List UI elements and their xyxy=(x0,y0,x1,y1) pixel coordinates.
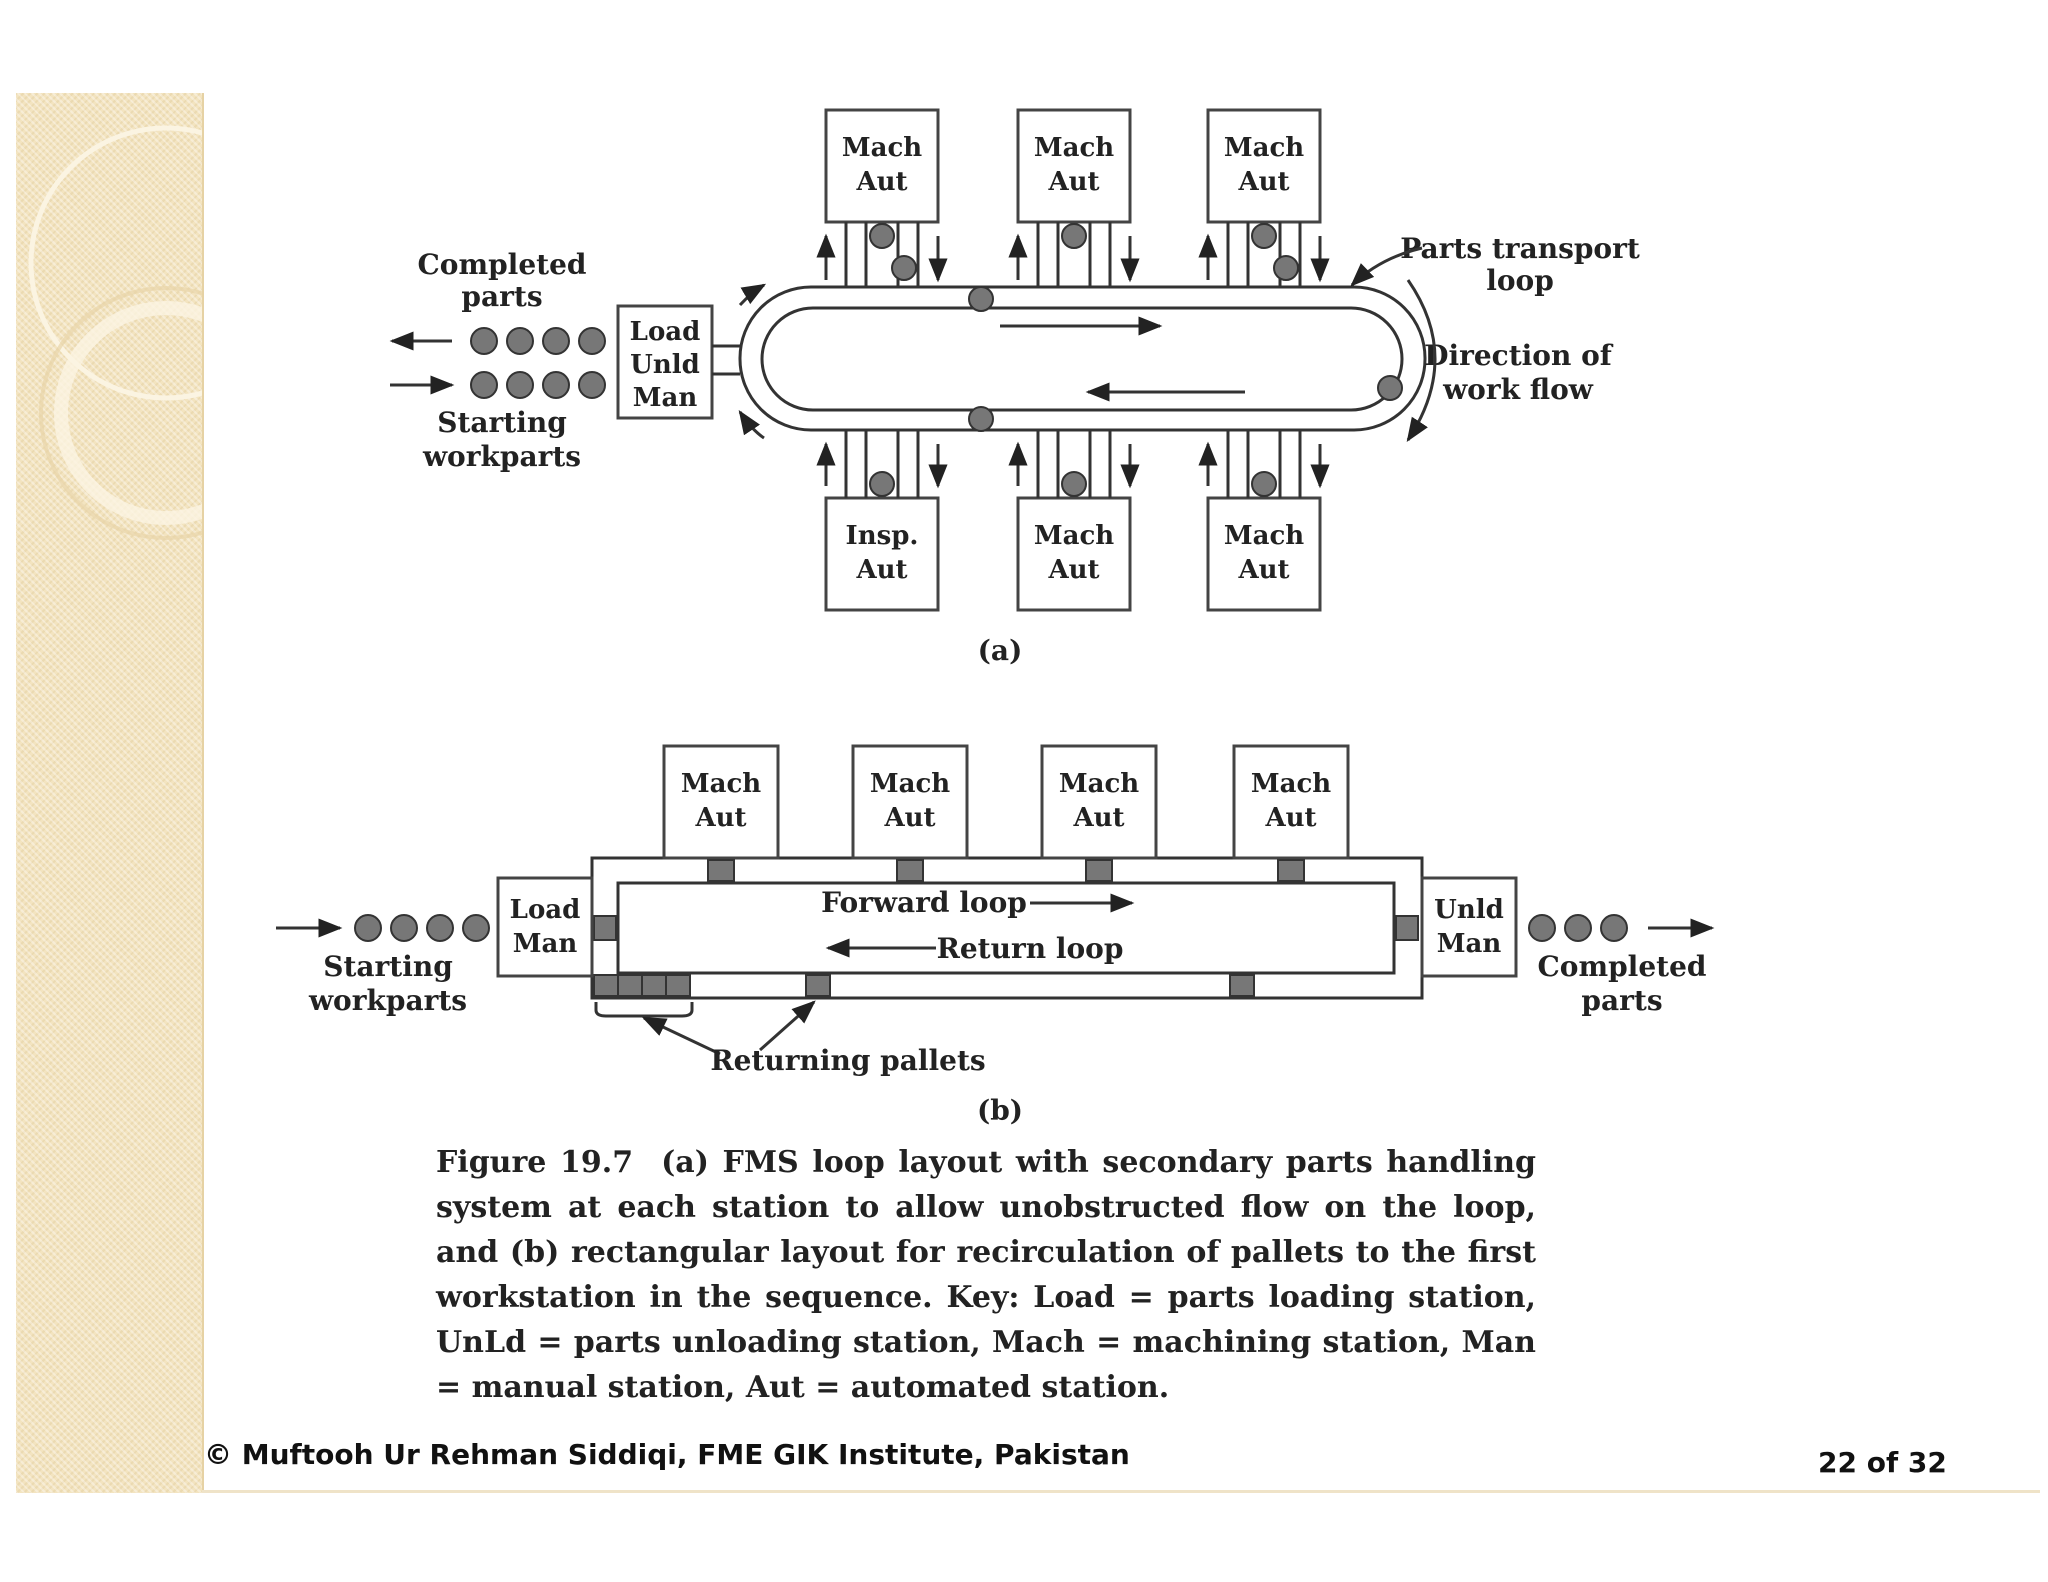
svg-text:Direction of: Direction of xyxy=(1424,339,1614,372)
footer-divider xyxy=(202,1490,2040,1493)
direction-of-work-flow-label: Direction of work flow xyxy=(1406,279,1614,443)
bottom-station-1: Insp. Aut xyxy=(824,496,940,612)
svg-text:workparts: workparts xyxy=(308,984,467,1017)
top-spurs xyxy=(816,222,1330,287)
svg-text:Aut: Aut xyxy=(694,803,746,833)
svg-text:Mach: Mach xyxy=(1251,769,1331,799)
part-on-loop xyxy=(1377,375,1403,401)
b-load-station: Load Man xyxy=(496,876,594,978)
return-loop-label: Return loop xyxy=(937,932,1124,965)
figure-caption: Figure 19.7(a) FMS loop layout with seco… xyxy=(436,1140,1536,1410)
svg-text:Starting: Starting xyxy=(437,406,567,439)
station-label: Aut xyxy=(1047,167,1099,197)
svg-text:Unld: Unld xyxy=(1434,895,1504,925)
svg-text:Aut: Aut xyxy=(1072,803,1124,833)
b-station-4: Mach Aut xyxy=(1232,744,1350,860)
svg-text:Aut: Aut xyxy=(883,803,935,833)
load-unload-station: Load Unld Man xyxy=(616,304,740,420)
station-label: Aut xyxy=(1237,555,1289,585)
transport-loop-inner xyxy=(760,306,1404,412)
part-on-loop xyxy=(968,286,994,312)
sidebar-circles-decoration xyxy=(28,125,202,540)
svg-text:Man: Man xyxy=(1437,929,1502,959)
b-starting-workparts: Starting workparts xyxy=(276,914,490,1017)
svg-text:Parts transport: Parts transport xyxy=(1400,232,1640,265)
b-station-3: Mach Aut xyxy=(1040,744,1158,860)
parts-transport-loop-label: Parts transport loop xyxy=(1350,232,1640,297)
rectangular-loop-inner xyxy=(616,881,1396,975)
svg-text:Completed: Completed xyxy=(1538,950,1707,983)
figure-b: Mach Aut Mach Aut Mach Aut Mach Aut xyxy=(276,744,1715,1127)
caption-text: (a) FMS loop layout with secondary parts… xyxy=(436,1145,1536,1405)
pallets-at-stations xyxy=(593,859,1419,941)
svg-text:Load: Load xyxy=(630,317,701,347)
decorative-sidebar xyxy=(16,93,204,1493)
figure-number: Figure 19.7 xyxy=(436,1145,634,1180)
station-label: Aut xyxy=(855,555,907,585)
top-station-2: Mach Aut xyxy=(1016,108,1132,224)
svg-text:Aut: Aut xyxy=(1264,803,1316,833)
svg-text:Starting: Starting xyxy=(323,950,453,983)
station-label: Mach xyxy=(842,133,922,163)
svg-text:Mach: Mach xyxy=(1059,769,1139,799)
figure-a: Mach Aut Mach Aut Mach Aut xyxy=(389,108,1640,667)
figure-a-sublabel: (a) xyxy=(978,634,1023,667)
bottom-station-2: Mach Aut xyxy=(1016,496,1132,612)
svg-text:Man: Man xyxy=(633,383,698,413)
b-completed-parts: Completed parts xyxy=(1528,914,1715,1017)
station-label: Insp. xyxy=(846,521,919,551)
station-label: Aut xyxy=(855,167,907,197)
svg-text:workparts: workparts xyxy=(422,440,581,473)
station-label: Mach xyxy=(1224,133,1304,163)
top-station-1: Mach Aut xyxy=(824,108,940,224)
station-label: Mach xyxy=(1034,521,1114,551)
b-station-2: Mach Aut xyxy=(851,744,969,860)
bottom-station-3: Mach Aut xyxy=(1206,496,1322,612)
figure-b-sublabel: (b) xyxy=(977,1094,1023,1127)
svg-text:Man: Man xyxy=(513,929,578,959)
svg-text:Load: Load xyxy=(510,895,581,925)
top-station-3: Mach Aut xyxy=(1206,108,1322,224)
copyright-footer: © Muftooh Ur Rehman Siddiqi, FME GIK Ins… xyxy=(204,1438,1130,1471)
returning-pallets: Returning pallets xyxy=(593,974,1255,1077)
part-on-loop xyxy=(968,406,994,432)
b-station-1: Mach Aut xyxy=(662,744,780,860)
station-label: Mach xyxy=(1224,521,1304,551)
bottom-spurs xyxy=(816,430,1330,498)
b-unload-station: Unld Man xyxy=(1420,876,1518,978)
station-label: Mach xyxy=(1034,133,1114,163)
page-number: 22 of 32 xyxy=(1818,1446,1947,1479)
svg-text:Mach: Mach xyxy=(681,769,761,799)
svg-text:loop: loop xyxy=(1486,264,1554,297)
svg-text:Completed: Completed xyxy=(418,248,587,281)
svg-text:Returning pallets: Returning pallets xyxy=(710,1044,985,1077)
svg-text:Unld: Unld xyxy=(630,350,700,380)
transport-loop-outer xyxy=(738,285,1427,432)
station-label: Aut xyxy=(1237,167,1289,197)
svg-text:Mach: Mach xyxy=(870,769,950,799)
svg-text:work flow: work flow xyxy=(1442,373,1594,406)
forward-loop-label: Forward loop xyxy=(821,886,1027,919)
svg-text:parts: parts xyxy=(1581,984,1662,1017)
completed-parts: Completed parts xyxy=(389,248,606,355)
starting-workparts: Starting workparts xyxy=(390,371,606,473)
station-label: Aut xyxy=(1047,555,1099,585)
svg-text:parts: parts xyxy=(461,280,542,313)
